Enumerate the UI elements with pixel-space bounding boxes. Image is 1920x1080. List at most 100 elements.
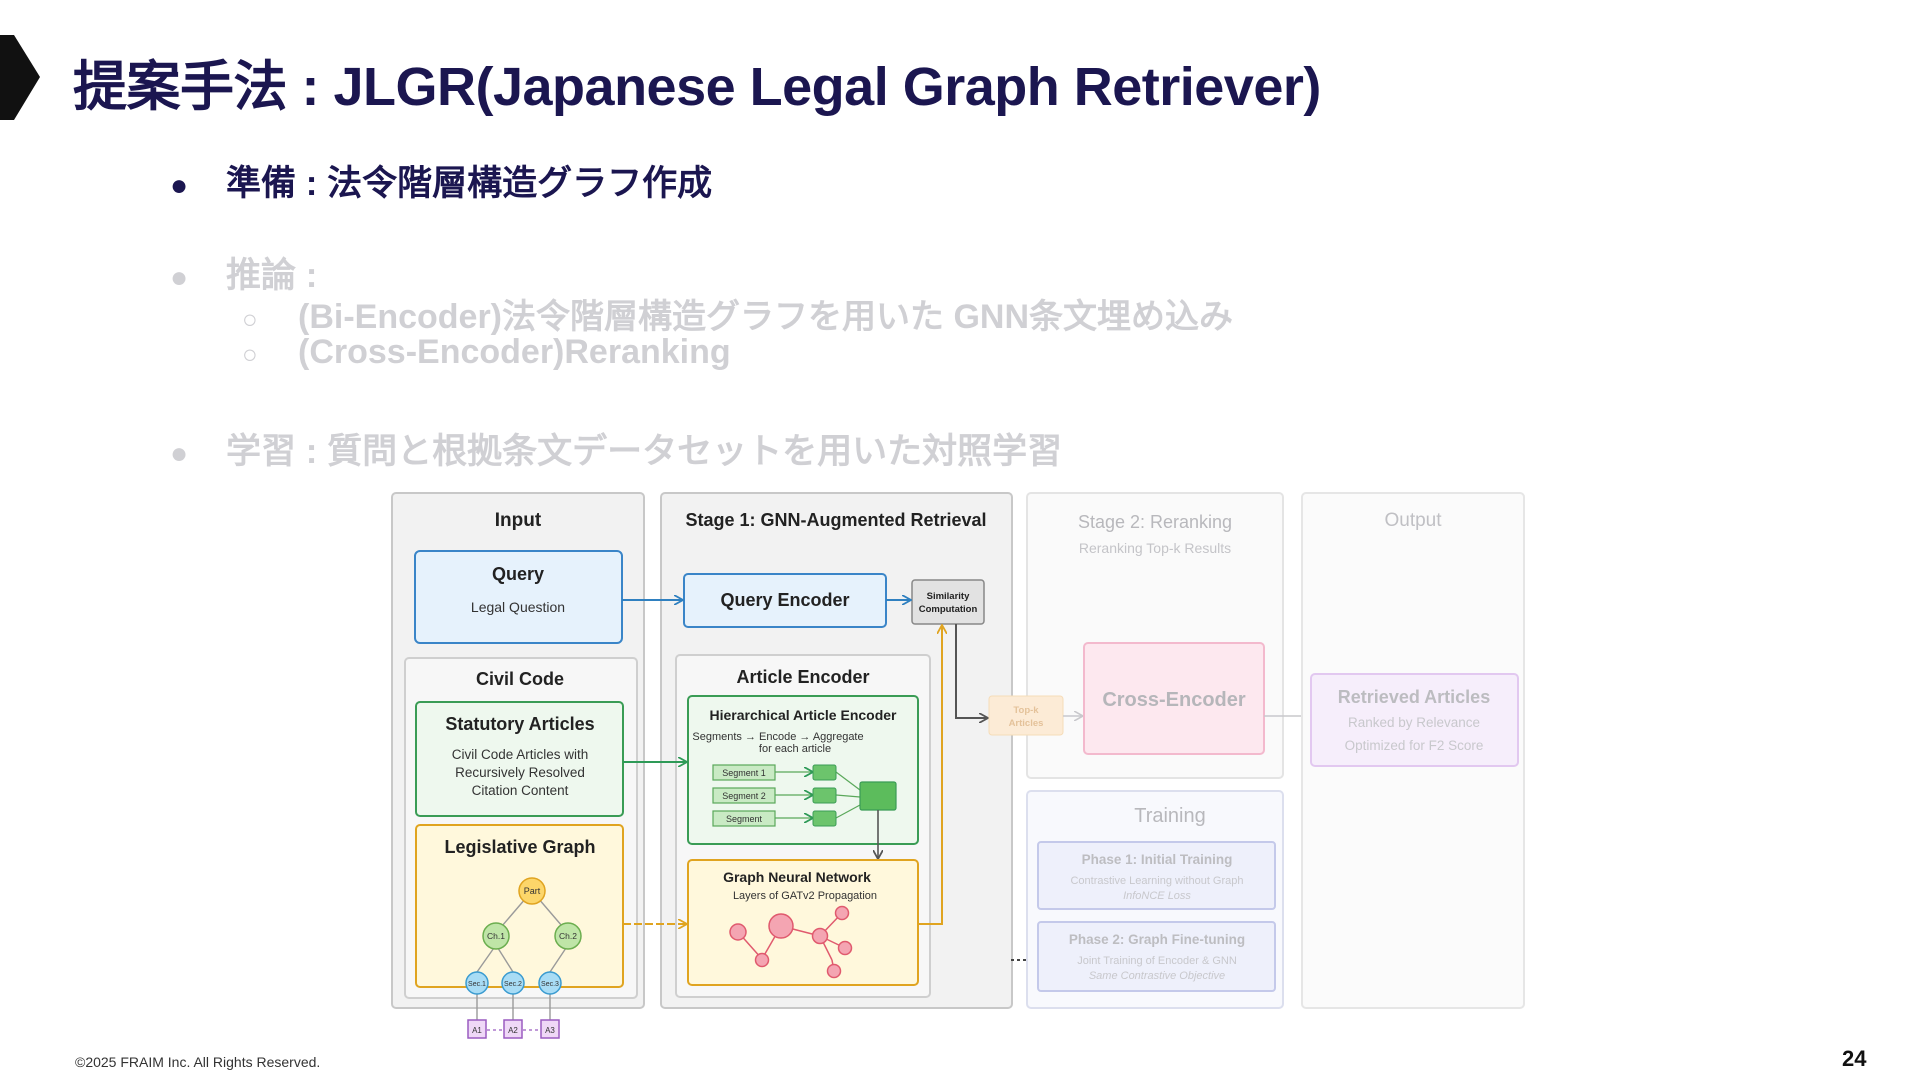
- gnn-node: [834, 905, 850, 921]
- svg-text:Segments → Encode → Aggregate: Segments → Encode → Aggregate: [692, 731, 863, 743]
- svg-text:Ranked by Relevance: Ranked by Relevance: [1348, 715, 1480, 730]
- bullet-infer-sub1: ○(Bi-Encoder)法令階層構造グラフを用いた GNN条文埋め込み: [242, 298, 1233, 336]
- svg-text:InfoNCE Loss: InfoNCE Loss: [1123, 890, 1191, 902]
- encoded-seg-3: [812, 810, 837, 827]
- output-header: Output: [1384, 510, 1442, 531]
- bullet-circle: ○: [242, 339, 258, 369]
- encoded-seg-2: [812, 787, 837, 804]
- svg-text:Graph Neural Network: Graph Neural Network: [723, 869, 871, 885]
- svg-text:Ch.1: Ch.1: [487, 931, 505, 941]
- svg-text:Part: Part: [524, 886, 541, 896]
- node-ch2: [554, 922, 582, 950]
- bullet-circle: ○: [242, 304, 258, 334]
- phase1-box: Phase 1: Initial Training Contrastive Le…: [1037, 841, 1276, 910]
- svg-text:Cross-Encoder: Cross-Encoder: [1102, 689, 1246, 711]
- svg-text:Computation: Computation: [919, 604, 978, 615]
- training-header: Training: [1134, 805, 1206, 827]
- svg-text:Segment 1: Segment 1: [722, 768, 766, 778]
- flow-arrows: [622, 600, 1028, 961]
- encoded-seg-1: [812, 764, 837, 781]
- stage1-column: Stage 1: GNN-Augmented Retrieval Query E…: [660, 492, 1013, 1009]
- svg-text:A3: A3: [545, 1026, 555, 1035]
- node-sec1: [465, 971, 489, 995]
- svg-text:for each article: for each article: [759, 743, 831, 755]
- hierarchical-encoder-box: Hierarchical Article Encoder Segments → …: [687, 695, 919, 845]
- svg-text:A2: A2: [508, 1026, 518, 1035]
- gnn-node: [754, 952, 770, 968]
- gnn-node: [837, 940, 853, 956]
- svg-text:Same Contrastive Objective: Same Contrastive Objective: [1089, 970, 1225, 982]
- svg-text:Optimized for F2 Score: Optimized for F2 Score: [1345, 738, 1484, 753]
- similarity-box: Similarity Computation: [911, 579, 985, 625]
- node-ch1: [482, 922, 510, 950]
- svg-text:Joint Training of Encoder & GN: Joint Training of Encoder & GNN: [1077, 955, 1237, 967]
- input-column: Input Query Legal Question Civil Code St…: [391, 492, 645, 1039]
- chevron-arrow-icon: [0, 35, 40, 120]
- svg-text:Phase 2: Graph Fine-tuning: Phase 2: Graph Fine-tuning: [1069, 932, 1245, 947]
- stage2-header: Stage 2: Reranking: [1078, 512, 1232, 532]
- query-box: Query Legal Question: [414, 550, 623, 644]
- bullet-train: ●学習 : 質問と根拠条文データセットを用いた対照学習: [170, 432, 1063, 471]
- bullet-prep: ●準備 : 法令階層構造グラフ作成: [170, 164, 713, 203]
- statutory-articles-box: Statutory Articles Civil Code Articles w…: [415, 701, 624, 817]
- training-panel: Training Phase 1: Initial Training Contr…: [1026, 790, 1284, 1009]
- node-a3: [540, 1019, 560, 1039]
- svg-text:A1: A1: [472, 1026, 482, 1035]
- retrieved-articles-box: Retrieved Articles Ranked by Relevance O…: [1310, 673, 1519, 767]
- copyright-footer: ©2025 FRAIM Inc. All Rights Reserved.: [75, 1054, 321, 1070]
- svg-text:Sec.2: Sec.2: [504, 981, 522, 988]
- civil-code-header: Civil Code: [476, 669, 564, 689]
- gnn-node: [768, 913, 794, 939]
- node-sec3: [538, 971, 562, 995]
- svg-text:Top-k: Top-k: [1013, 705, 1039, 716]
- svg-text:Segment: Segment: [726, 814, 763, 824]
- article-encoder-header: Article Encoder: [736, 667, 869, 687]
- svg-text:Segment 2: Segment 2: [722, 791, 766, 801]
- svg-text:Articles: Articles: [1009, 718, 1044, 729]
- slide-title: 提案手法 : JLGR(Japanese Legal Graph Retriev…: [73, 57, 1321, 117]
- svg-text:Retrieved Articles: Retrieved Articles: [1338, 687, 1490, 707]
- svg-text:Sec.1: Sec.1: [468, 981, 486, 988]
- bullet-dot: ●: [170, 169, 189, 202]
- svg-text:Legal Question: Legal Question: [471, 599, 565, 615]
- node-sec2: [501, 971, 525, 995]
- svg-text:Query: Query: [492, 564, 544, 584]
- gnn-node: [729, 923, 747, 941]
- legislative-graph-box: Legislative Graph Part Ch.1 Ch.2 Sec.1 S…: [415, 824, 624, 1039]
- svg-text:Hierarchical Article Encoder: Hierarchical Article Encoder: [709, 707, 897, 723]
- svg-text:Civil Code Articles with: Civil Code Articles with: [452, 747, 589, 762]
- gnn-box: Graph Neural Network Layers of GATv2 Pro…: [687, 859, 919, 986]
- cross-encoder-box: Cross-Encoder: [1083, 642, 1265, 755]
- svg-text:Similarity: Similarity: [927, 591, 970, 602]
- svg-text:Statutory Articles: Statutory Articles: [445, 714, 594, 734]
- stage2-column: Stage 2: Reranking Reranking Top-k Resul…: [988, 492, 1310, 779]
- page-number: 24: [1842, 1046, 1867, 1071]
- stage2-sub: Reranking Top-k Results: [1079, 540, 1231, 556]
- gnn-node: [811, 927, 829, 945]
- bullet-dot: ●: [170, 261, 189, 294]
- phase2-box: Phase 2: Graph Fine-tuning Joint Trainin…: [1037, 921, 1276, 992]
- svg-text:Layers of GATv2 Propagation: Layers of GATv2 Propagation: [733, 890, 877, 902]
- node-a2: [503, 1019, 523, 1039]
- query-encoder-box: Query Encoder: [683, 573, 887, 628]
- output-column: Output Retrieved Articles Ranked by Rele…: [1301, 492, 1525, 1009]
- input-header: Input: [495, 510, 542, 531]
- node-part: [518, 877, 546, 905]
- gnn-node: [826, 963, 842, 979]
- bullet-dot: ●: [170, 437, 189, 470]
- svg-text:Legislative Graph: Legislative Graph: [444, 837, 595, 857]
- svg-text:Contrastive Learning without G: Contrastive Learning without Graph: [1070, 875, 1243, 887]
- bullet-infer-sub2: ○(Cross-Encoder)Reranking: [242, 333, 731, 371]
- bullet-infer: ●推論 :: [170, 256, 318, 295]
- svg-text:Phase 1: Initial Training: Phase 1: Initial Training: [1082, 852, 1233, 867]
- topk-box: Top-k Articles: [988, 695, 1064, 736]
- aggregated-embedding: [859, 781, 897, 811]
- stage1-header: Stage 1: GNN-Augmented Retrieval: [685, 510, 986, 530]
- node-a1: [467, 1019, 487, 1039]
- svg-text:Sec.3: Sec.3: [541, 981, 559, 988]
- svg-text:Query Encoder: Query Encoder: [720, 590, 849, 610]
- svg-text:Ch.2: Ch.2: [559, 931, 577, 941]
- svg-text:Recursively Resolved: Recursively Resolved: [455, 765, 585, 780]
- svg-text:Citation Content: Citation Content: [472, 783, 569, 798]
